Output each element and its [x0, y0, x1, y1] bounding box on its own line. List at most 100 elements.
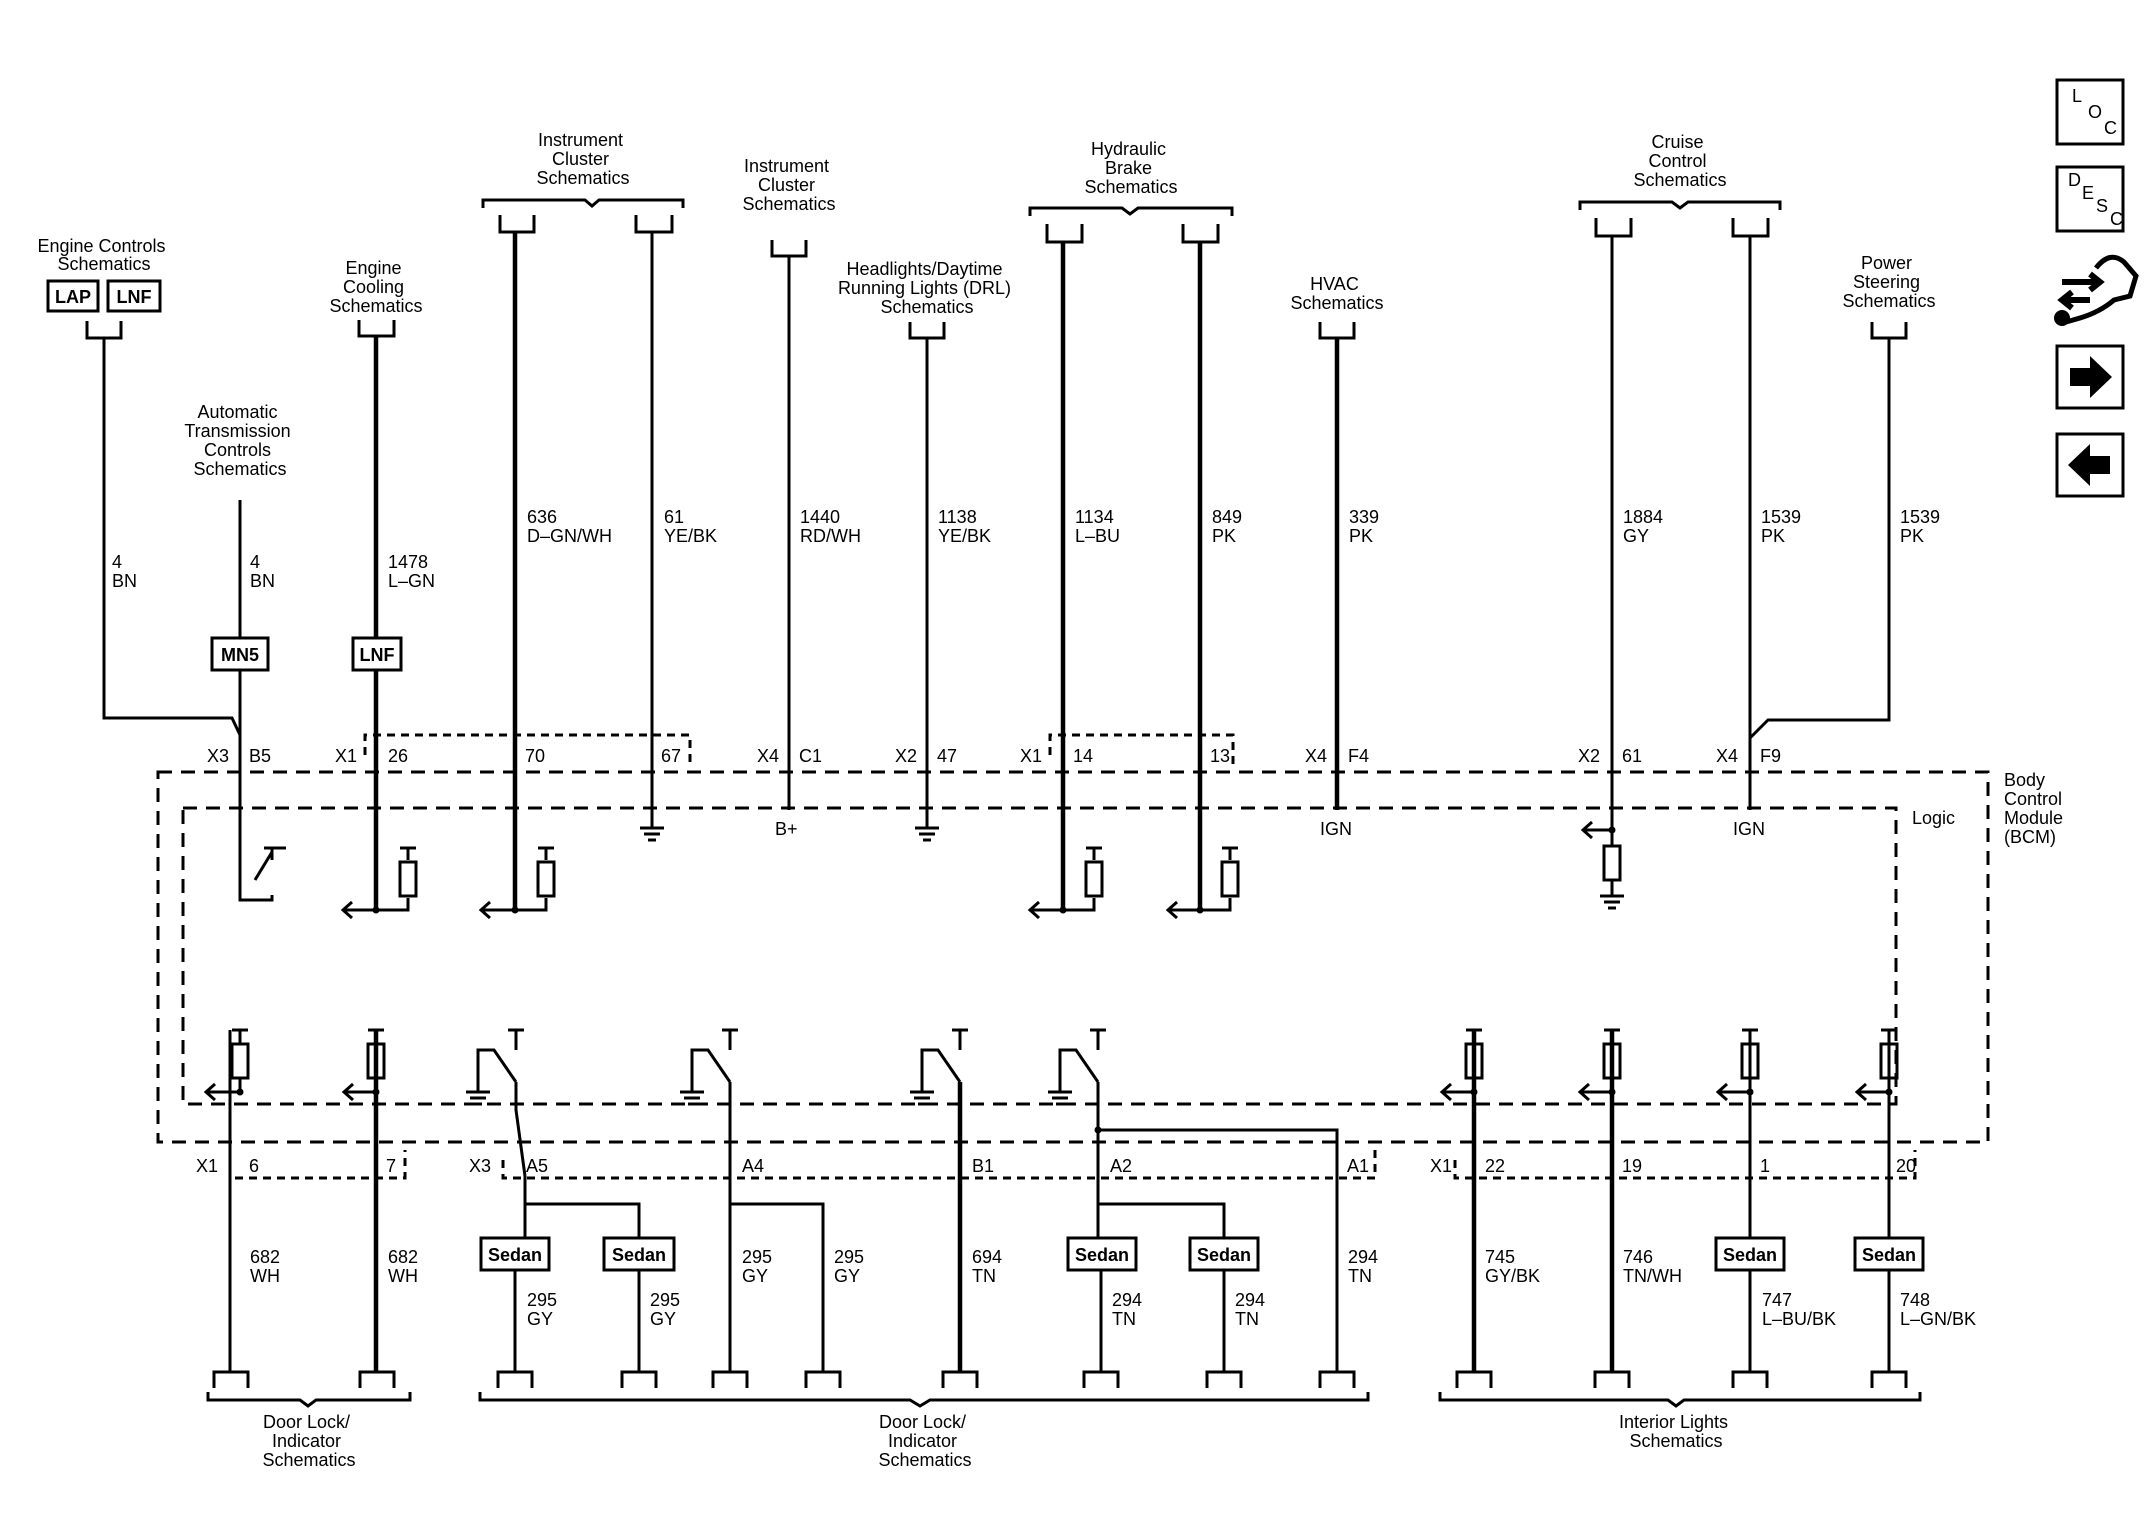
label-door-lock-1: Door Lock/ Indicator Schematics [262, 1412, 355, 1470]
brace-door-lock-1 [206, 1392, 412, 1408]
conn-x1-top-2: X1 [1020, 746, 1042, 766]
module-name: Body Control Module (BCM) [2004, 770, 2068, 847]
conn-x2-top-2: X2 [1578, 746, 1600, 766]
pin-f9: F9 [1760, 746, 1781, 766]
previous-arrow-icon[interactable] [2055, 432, 2125, 498]
lnf-box [106, 279, 162, 313]
pin-a1: A1 [1347, 1156, 1369, 1176]
svg-text:C: C [2104, 118, 2117, 138]
driver-pin7 [341, 1028, 386, 1372]
pin-67: 67 [661, 746, 681, 766]
label-engine-controls: Engine Controls Schematics [37, 236, 170, 274]
label-ign-2: IGN [1733, 819, 1765, 839]
svg-text:D: D [2068, 170, 2081, 190]
pin-13: 13 [1210, 746, 1230, 766]
pin-f4: F4 [1348, 746, 1369, 766]
label-ign-1: IGN [1320, 819, 1352, 839]
pin-c1: C1 [799, 746, 822, 766]
svg-text:L: L [2072, 86, 2082, 106]
sedan-label-4: Sedan [1197, 1245, 1251, 1265]
label-headlights: Headlights/Daytime Running Lights (DRL) … [838, 259, 1016, 317]
wire-1539-pk-steering [1748, 338, 1891, 740]
connector-end-view-icon[interactable] [2054, 254, 2139, 326]
driver-pin20 [1853, 1028, 1925, 1372]
pin-20: 20 [1896, 1156, 1916, 1176]
pin-b5: B5 [249, 746, 271, 766]
connector-x3-bottom-box [501, 1150, 1377, 1180]
conn-x4-top-2: X4 [1305, 746, 1327, 766]
pin-22: 22 [1485, 1156, 1505, 1176]
sedan-label-3: Sedan [1075, 1245, 1129, 1265]
switch-a4 [680, 1028, 738, 1176]
desc-button[interactable]: D E S C [2055, 165, 2125, 233]
switch-a5 [466, 1028, 527, 1177]
svg-text:E: E [2082, 183, 2094, 203]
mn5-box-label: MN5 [221, 645, 259, 665]
driver-pin6 [203, 1028, 250, 1372]
label-power-steering: Power Steering Schematics [1842, 253, 1935, 311]
brace-interior-lights [1438, 1392, 1922, 1408]
label-auto-trans: Automatic Transmission Controls Schemati… [184, 402, 295, 479]
wire-61-yebk [640, 232, 664, 842]
label-bplus: B+ [775, 819, 798, 839]
bcm-boundary [156, 770, 1990, 1144]
conn-x3-bottom: X3 [469, 1156, 491, 1176]
lnf-box-label: LNF [117, 287, 152, 307]
pin-70: 70 [525, 746, 545, 766]
conn-x1-top: X1 [335, 746, 357, 766]
pin-47: 47 [937, 746, 957, 766]
label-logic: Logic [1912, 808, 1955, 828]
label-interior-lights: Interior Lights Schematics [1619, 1412, 1733, 1451]
pin-6: 6 [249, 1156, 259, 1176]
conn-x3-top: X3 [207, 746, 229, 766]
pin-a5: A5 [526, 1156, 548, 1176]
pin-7: 7 [386, 1156, 396, 1176]
loc-button[interactable]: L O C [2055, 78, 2125, 146]
pin-61: 61 [1622, 746, 1642, 766]
next-arrow-icon[interactable] [2055, 344, 2125, 410]
driver-pin1 [1714, 1028, 1786, 1372]
pin-19: 19 [1622, 1156, 1642, 1176]
conn-x4-top-3: X4 [1716, 746, 1738, 766]
label-instrument-cluster-1: Instrument Cluster Schematics [536, 130, 629, 188]
label-instrument-cluster-2: Instrument Cluster Schematics [742, 156, 835, 214]
driver-pin19 [1577, 1028, 1622, 1372]
label-engine-cooling: Engine Cooling Schematics [329, 258, 422, 316]
brace-door-lock-2 [478, 1392, 1370, 1408]
connector-x1-top-box-2 [1048, 733, 1235, 765]
connector-x1-bottom-box [228, 1150, 407, 1180]
conn-x2-top: X2 [895, 746, 917, 766]
conn-x1-bottom-2: X1 [1430, 1156, 1452, 1176]
pin-1: 1 [1760, 1156, 1770, 1176]
switch-a2 [1048, 1028, 1339, 1372]
driver-pin22 [1439, 1028, 1484, 1372]
conn-x4-top: X4 [757, 746, 779, 766]
sedan-box-6 [1853, 1236, 1925, 1272]
connector-x1-bottom-box-2 [1453, 1150, 1917, 1180]
wire-1138-yebk [915, 338, 939, 842]
connector-x1-top-box [363, 733, 692, 765]
sedan-label-1: Sedan [488, 1245, 542, 1265]
